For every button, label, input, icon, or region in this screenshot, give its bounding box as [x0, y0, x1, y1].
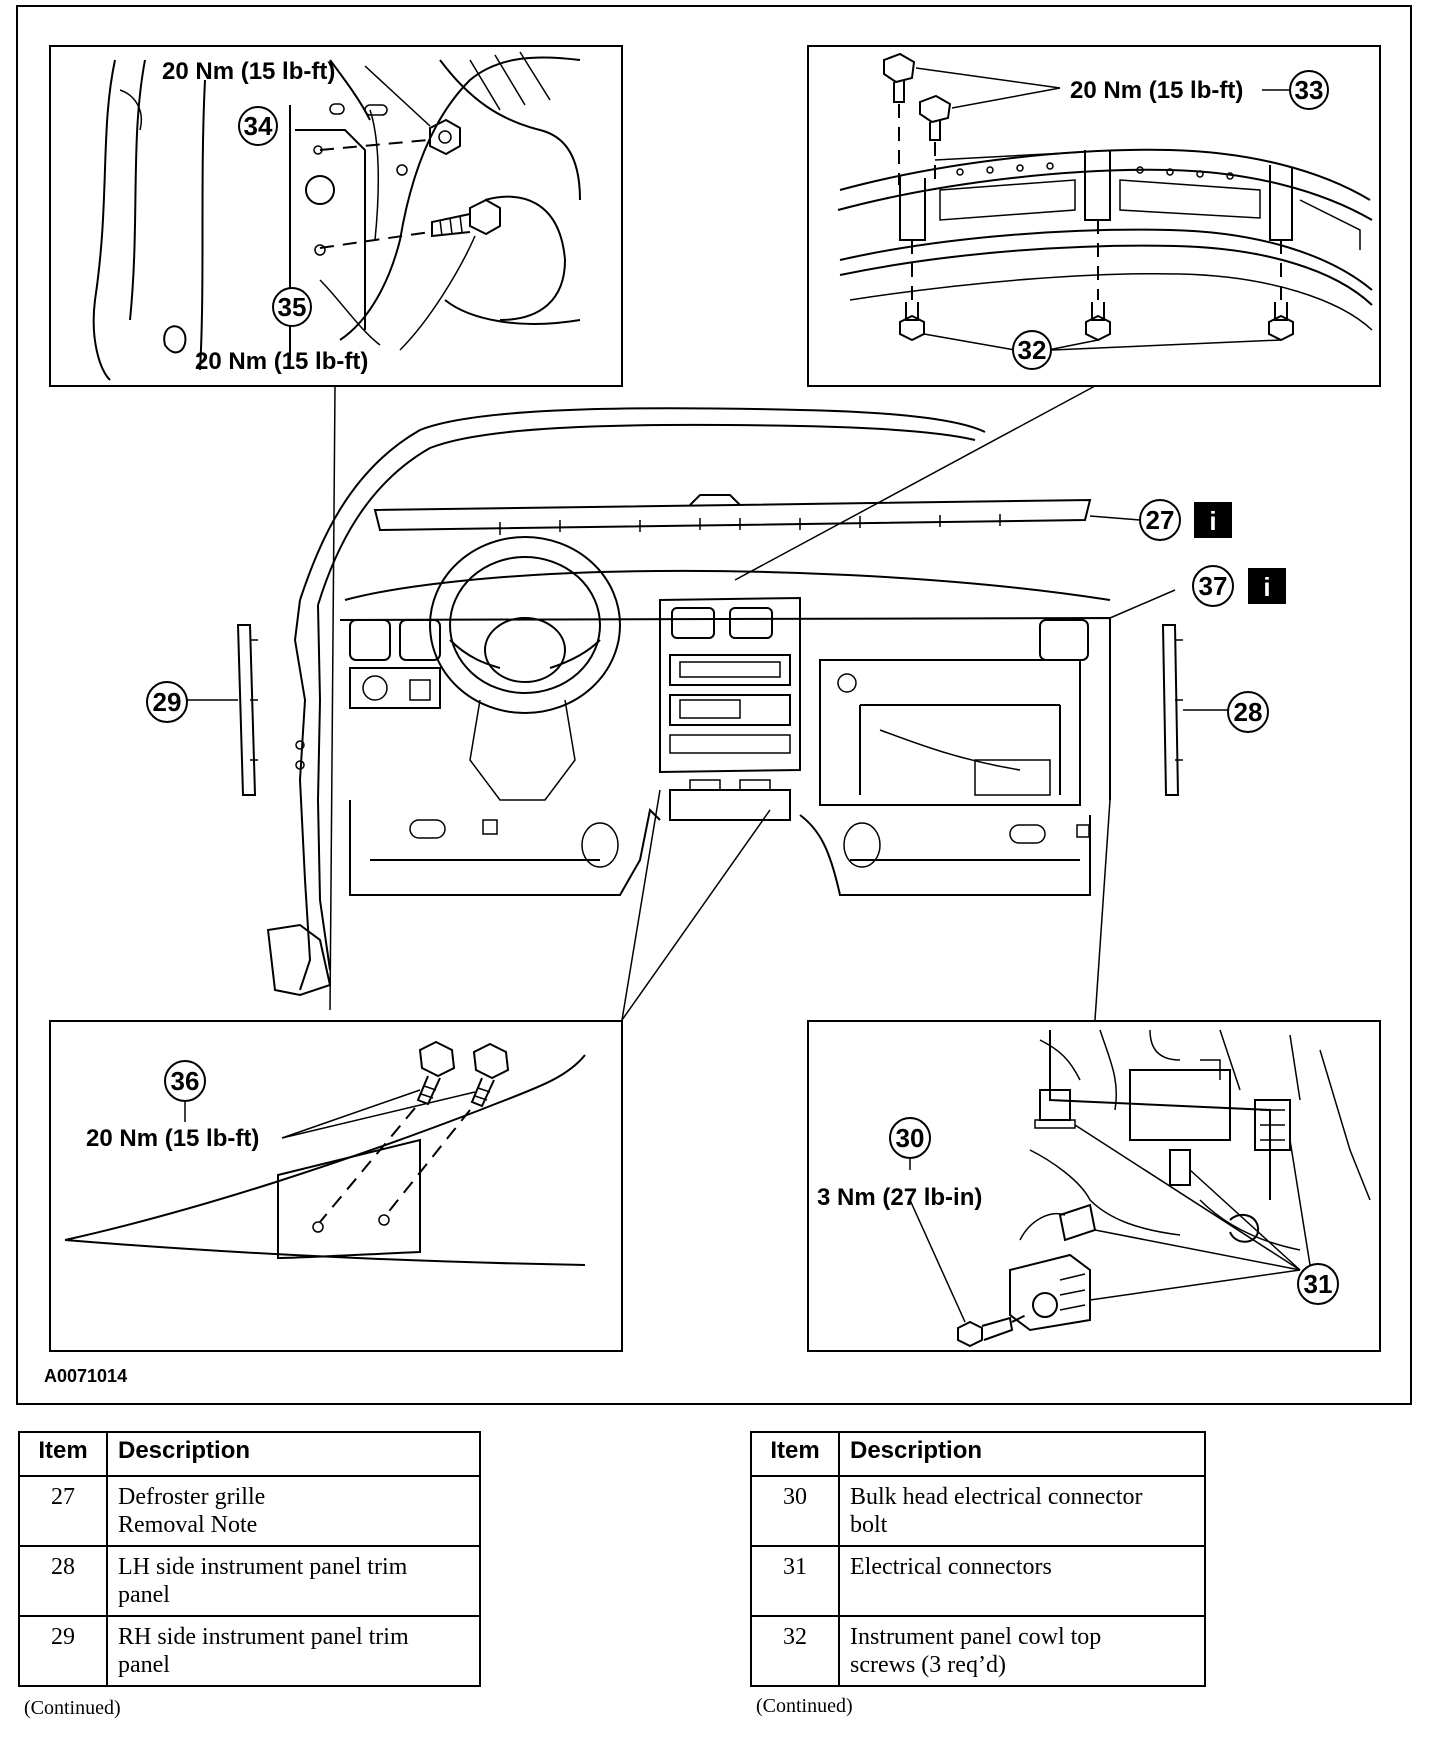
item-table-1: Item Description 27 Defroster grille Rem… [18, 1431, 481, 1687]
table-row: 27 Defroster grille Removal Note [18, 1475, 481, 1547]
callout-32: 32 [1018, 335, 1047, 365]
row-description: RH side instrument panel trim panel [106, 1615, 481, 1687]
row-description: LH side instrument panel trim panel [106, 1545, 481, 1617]
table-row: 28 LH side instrument panel trim panel [18, 1545, 481, 1617]
instrument-panel-diagram: 34 35 20 Nm (15 lb-ft) 20 Nm (15 lb-ft) [16, 5, 1412, 1405]
table-header-row: Item Description [750, 1431, 1206, 1477]
row-description: Bulk head electrical connector bolt [838, 1475, 1206, 1547]
info-badge-37 [1248, 568, 1286, 604]
continued-note-1: (Continued) [24, 1697, 121, 1719]
info-badge-27-label: i [1209, 506, 1216, 536]
callout-28: 28 [1234, 697, 1263, 727]
continued-note-2: (Continued) [756, 1695, 853, 1717]
torque-36: 20 Nm (15 lb-ft) [86, 1125, 259, 1152]
torque-35: 20 Nm (15 lb-ft) [195, 348, 368, 375]
callout-34: 34 [244, 111, 273, 141]
torque-34: 20 Nm (15 lb-ft) [162, 58, 335, 85]
header-item: Item [750, 1431, 840, 1477]
row-description: Defroster grille Removal Note [106, 1475, 481, 1547]
callout-31: 31 [1304, 1269, 1333, 1299]
row-item: 28 [18, 1545, 108, 1617]
callout-30: 30 [896, 1123, 925, 1153]
callout-27: 27 [1146, 505, 1175, 535]
callout-29: 29 [153, 687, 182, 717]
row-item: 31 [750, 1545, 840, 1617]
detail-cowl-top-screws: 20 Nm (15 lb-ft) 33 32 [807, 45, 1381, 387]
callout-35: 35 [278, 292, 307, 322]
row-item: 27 [18, 1475, 108, 1547]
callout-33: 33 [1295, 75, 1324, 105]
row-description: Instrument panel cowl top screws (3 req’… [838, 1615, 1206, 1687]
torque-33: 20 Nm (15 lb-ft) [1070, 77, 1243, 104]
callout-36: 36 [171, 1066, 200, 1096]
header-description: Description [838, 1431, 1206, 1477]
row-item: 30 [750, 1475, 840, 1547]
row-item: 29 [18, 1615, 108, 1687]
table-row: 30 Bulk head electrical connector bolt [750, 1475, 1206, 1547]
row-item: 32 [750, 1615, 840, 1687]
table-row: 32 Instrument panel cowl top screws (3 r… [750, 1615, 1206, 1687]
info-badge-37-label: i [1263, 572, 1270, 602]
detail-center-bolts: 36 20 Nm (15 lb-ft) [49, 1020, 623, 1352]
detail-pillar-bolts: 34 35 20 Nm (15 lb-ft) 20 Nm (15 lb-ft) [49, 45, 623, 387]
header-item: Item [18, 1431, 108, 1477]
detail-bulkhead-connector: 30 3 Nm (27 lb-in) 31 [807, 1020, 1381, 1352]
info-badge-27 [1194, 502, 1232, 538]
table-row: 31 Electrical connectors [750, 1545, 1206, 1617]
table-row: 29 RH side instrument panel trim panel [18, 1615, 481, 1687]
table-header-row: Item Description [18, 1431, 481, 1477]
callout-37: 37 [1199, 571, 1228, 601]
header-description: Description [106, 1431, 481, 1477]
row-description: Electrical connectors [838, 1545, 1206, 1617]
instrument-panel-main-view: 27 i 37 i 29 28 [146, 385, 1286, 1021]
torque-30: 3 Nm (27 lb-in) [817, 1184, 982, 1211]
item-table-2: Item Description 30 Bulk head electrical… [750, 1431, 1206, 1687]
figure-code: A0071014 [44, 1366, 127, 1386]
